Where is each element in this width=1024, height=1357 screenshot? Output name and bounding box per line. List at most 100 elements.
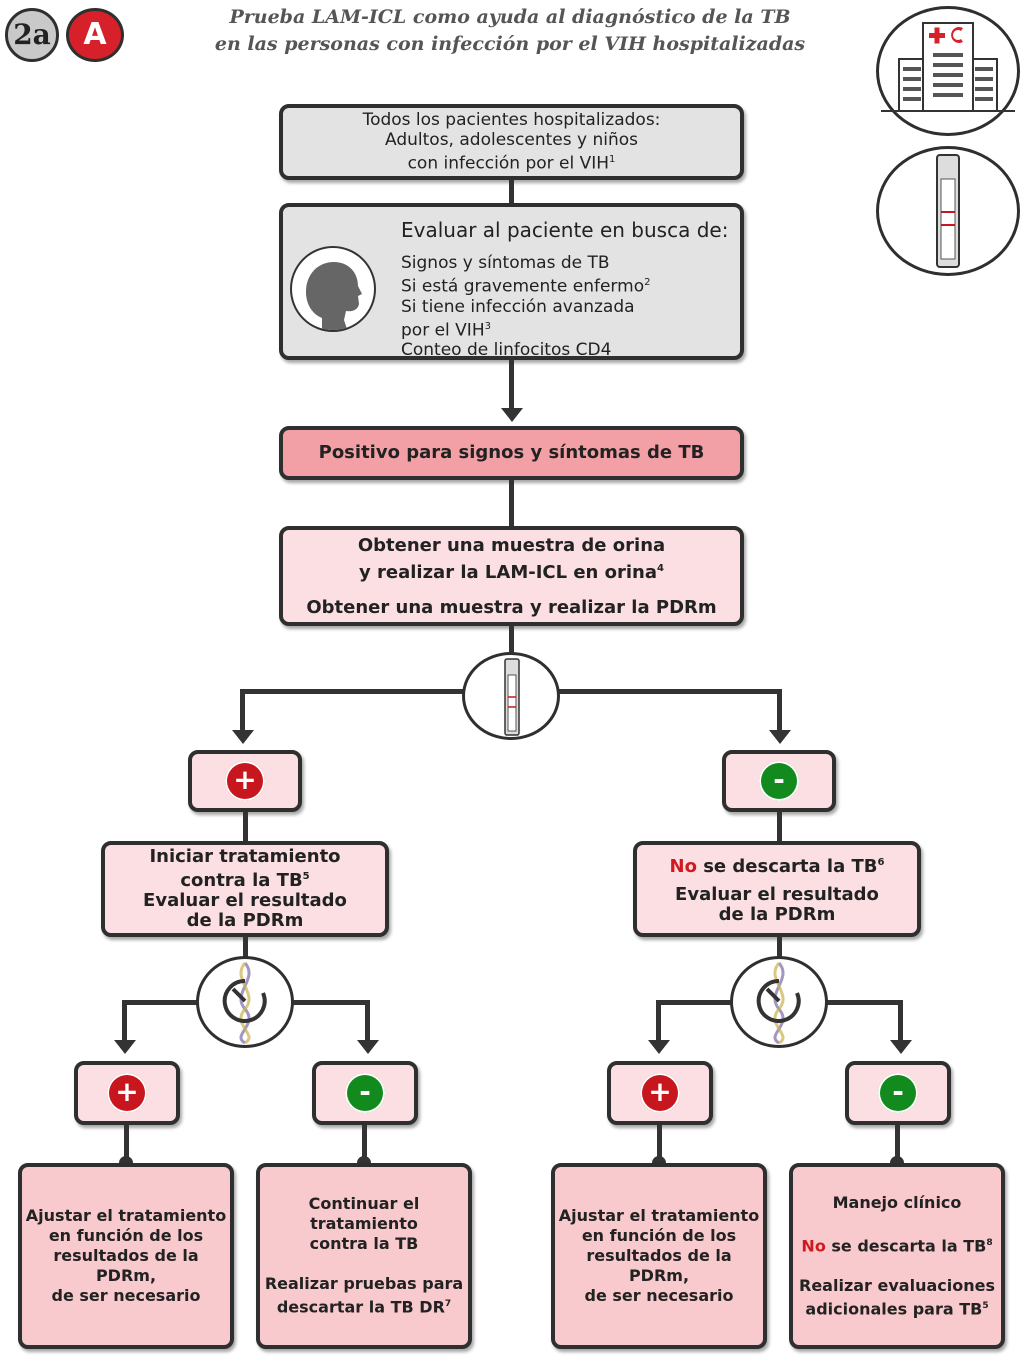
not-ruled-out-line-3: de la PDRm xyxy=(718,904,836,925)
pcr-positive-box: + xyxy=(607,1061,713,1125)
title-line-1: Prueba LAM-ICL como ayuda al diagnóstico… xyxy=(229,6,791,28)
connector xyxy=(895,1125,900,1163)
footnote-1: 1 xyxy=(609,154,616,166)
minus-icon: - xyxy=(345,1073,385,1113)
hospital-building-icon xyxy=(876,6,1020,136)
footnote-5: 5 xyxy=(982,1301,989,1311)
molecular-test-icon xyxy=(196,956,294,1048)
positive-symptoms-box: Positivo para signos y síntomas de TB xyxy=(279,426,744,480)
evaluate-item-2: Si está gravemente enfermo2 xyxy=(401,273,650,297)
start-line-1: Iniciar tratamiento xyxy=(149,846,341,867)
outcome-3-line-4: de ser necesario xyxy=(584,1286,734,1305)
plus-icon: + xyxy=(640,1073,680,1113)
outcome-2-line-3: Realizar pruebas para xyxy=(264,1274,464,1294)
outcome-3-line-2: en función de los xyxy=(581,1226,737,1245)
positive-result-box: + xyxy=(188,750,302,812)
minus-icon: - xyxy=(878,1073,918,1113)
not-ruled-out-line-2: Evaluar el resultado xyxy=(675,884,879,905)
adjust-treatment-box: Ajustar el tratamiento en función de los… xyxy=(551,1163,767,1349)
patients-line-3: con infección por el VIH1 xyxy=(408,150,616,174)
page-title: Prueba LAM-ICL como ayuda al diagnóstico… xyxy=(180,4,840,58)
footnote-7: 7 xyxy=(444,1299,452,1310)
connector xyxy=(509,180,514,204)
connector xyxy=(124,1125,129,1163)
patients-line-2: Adultos, adolescentes y niños xyxy=(385,130,638,151)
not-ruled-out-box: No se descarta la TB6 Evaluar el resulta… xyxy=(633,841,921,937)
sample-line-3: Obtener una muestra y realizar la PDRm xyxy=(306,596,717,618)
outcome-3-line-1: Ajustar el tratamiento xyxy=(558,1206,760,1225)
connector xyxy=(777,689,782,731)
connector xyxy=(362,1125,367,1163)
patient-head-icon xyxy=(290,246,376,332)
evaluate-item-1: Signos y síntomas de TB xyxy=(401,253,610,273)
outcome-1-line-3: resultados de la PDRm, xyxy=(53,1246,199,1285)
lateral-flow-test-icon xyxy=(462,652,560,740)
pcr-positive-box: + xyxy=(74,1061,180,1125)
connector xyxy=(656,1000,661,1040)
pcr-negative-box: - xyxy=(312,1061,418,1125)
continue-treatment-box: Continuar el tratamiento contra la TB Re… xyxy=(256,1163,472,1349)
evaluate-item-3b-text: por el VIH xyxy=(401,320,485,341)
connector xyxy=(509,480,514,526)
connector xyxy=(657,1125,662,1163)
adjust-treatment-box: Ajustar el tratamiento en función de los… xyxy=(18,1163,234,1349)
obtain-sample-box: Obtener una muestra de orina y realizar … xyxy=(279,526,744,626)
connector xyxy=(777,812,782,842)
arrow-down xyxy=(357,1040,379,1054)
start-line-4: de la PDRm xyxy=(186,910,304,931)
patients-line-1: Todos los pacientes hospitalizados: xyxy=(362,110,661,131)
outcome-4-line-4: adicionales para TB5 xyxy=(805,1296,988,1319)
no-label: No xyxy=(801,1236,826,1255)
evaluate-heading: Evaluar al paciente en busca de: xyxy=(401,218,729,242)
plus-icon: + xyxy=(107,1073,147,1113)
badge-number: 2a xyxy=(13,18,51,51)
arrow-down xyxy=(769,730,791,744)
footnote-6: 6 xyxy=(877,857,885,868)
outcome-4-line-2-text: se descarta la TB xyxy=(825,1236,987,1255)
arrow-down xyxy=(232,730,254,744)
evaluate-item-3a: Si tiene infección avanzada xyxy=(401,296,635,317)
badge-letter: A xyxy=(83,17,107,52)
outcome-1-line-2: en función de los xyxy=(48,1226,204,1245)
pcr-negative-box: - xyxy=(845,1061,951,1125)
footnote-5: 5 xyxy=(302,871,310,882)
evaluate-item-3b: por el VIH3 xyxy=(401,317,491,341)
plus-icon: + xyxy=(225,761,265,801)
not-ruled-out-line-1: No se descarta la TB6 xyxy=(670,853,885,877)
footnote-3: 3 xyxy=(484,320,491,332)
outcome-4-line-1: Manejo clínico xyxy=(832,1192,962,1212)
sample-line-2-text: y realizar la LAM-ICL en orina xyxy=(359,561,658,583)
connector xyxy=(122,1000,127,1040)
footnote-4: 4 xyxy=(657,562,664,574)
connector xyxy=(365,1000,370,1040)
outcome-2-line-2: contra la TB xyxy=(309,1234,419,1254)
footnote-2: 2 xyxy=(644,277,651,288)
badge-a: A xyxy=(66,8,124,62)
outcome-4-line-3: Realizar evaluaciones xyxy=(799,1276,995,1295)
outcome-3-line-3: resultados de la PDRm, xyxy=(586,1246,732,1285)
connector xyxy=(243,812,248,842)
start-treatment-box: Iniciar tratamiento contra la TB5 Evalua… xyxy=(101,841,389,937)
outcome-4-line-2: No se descarta la TB8 xyxy=(801,1233,992,1256)
badge-2a: 2a xyxy=(5,8,59,62)
sample-line-1: Obtener una muestra de orina xyxy=(357,534,666,556)
hospitalized-patients-box: Todos los pacientes hospitalizados: Adul… xyxy=(279,104,744,180)
connector xyxy=(240,689,245,731)
lateral-flow-test-icon xyxy=(876,146,1020,276)
connector xyxy=(898,1000,903,1040)
connector xyxy=(243,937,248,957)
start-line-3: Evaluar el resultado xyxy=(143,890,347,911)
arrow-down xyxy=(648,1040,670,1054)
connector xyxy=(509,360,514,410)
molecular-test-icon xyxy=(730,956,828,1048)
title-line-2: en las personas con infección por el VIH… xyxy=(214,33,806,55)
outcome-2-line-4-text: descartar la TB DR xyxy=(276,1297,445,1317)
negative-result-box: - xyxy=(722,750,836,812)
no-label: No xyxy=(669,856,697,877)
outcome-4-line-4-text: adicionales para TB xyxy=(805,1299,983,1319)
not-ruled-out-text: se descarta la TB xyxy=(696,856,878,877)
footnote-8: 8 xyxy=(986,1237,993,1248)
outcome-1-line-4: de ser necesario xyxy=(51,1286,201,1305)
start-line-2: contra la TB5 xyxy=(180,867,309,891)
evaluate-item-2-text: Si está gravemente enfermo xyxy=(401,276,645,297)
